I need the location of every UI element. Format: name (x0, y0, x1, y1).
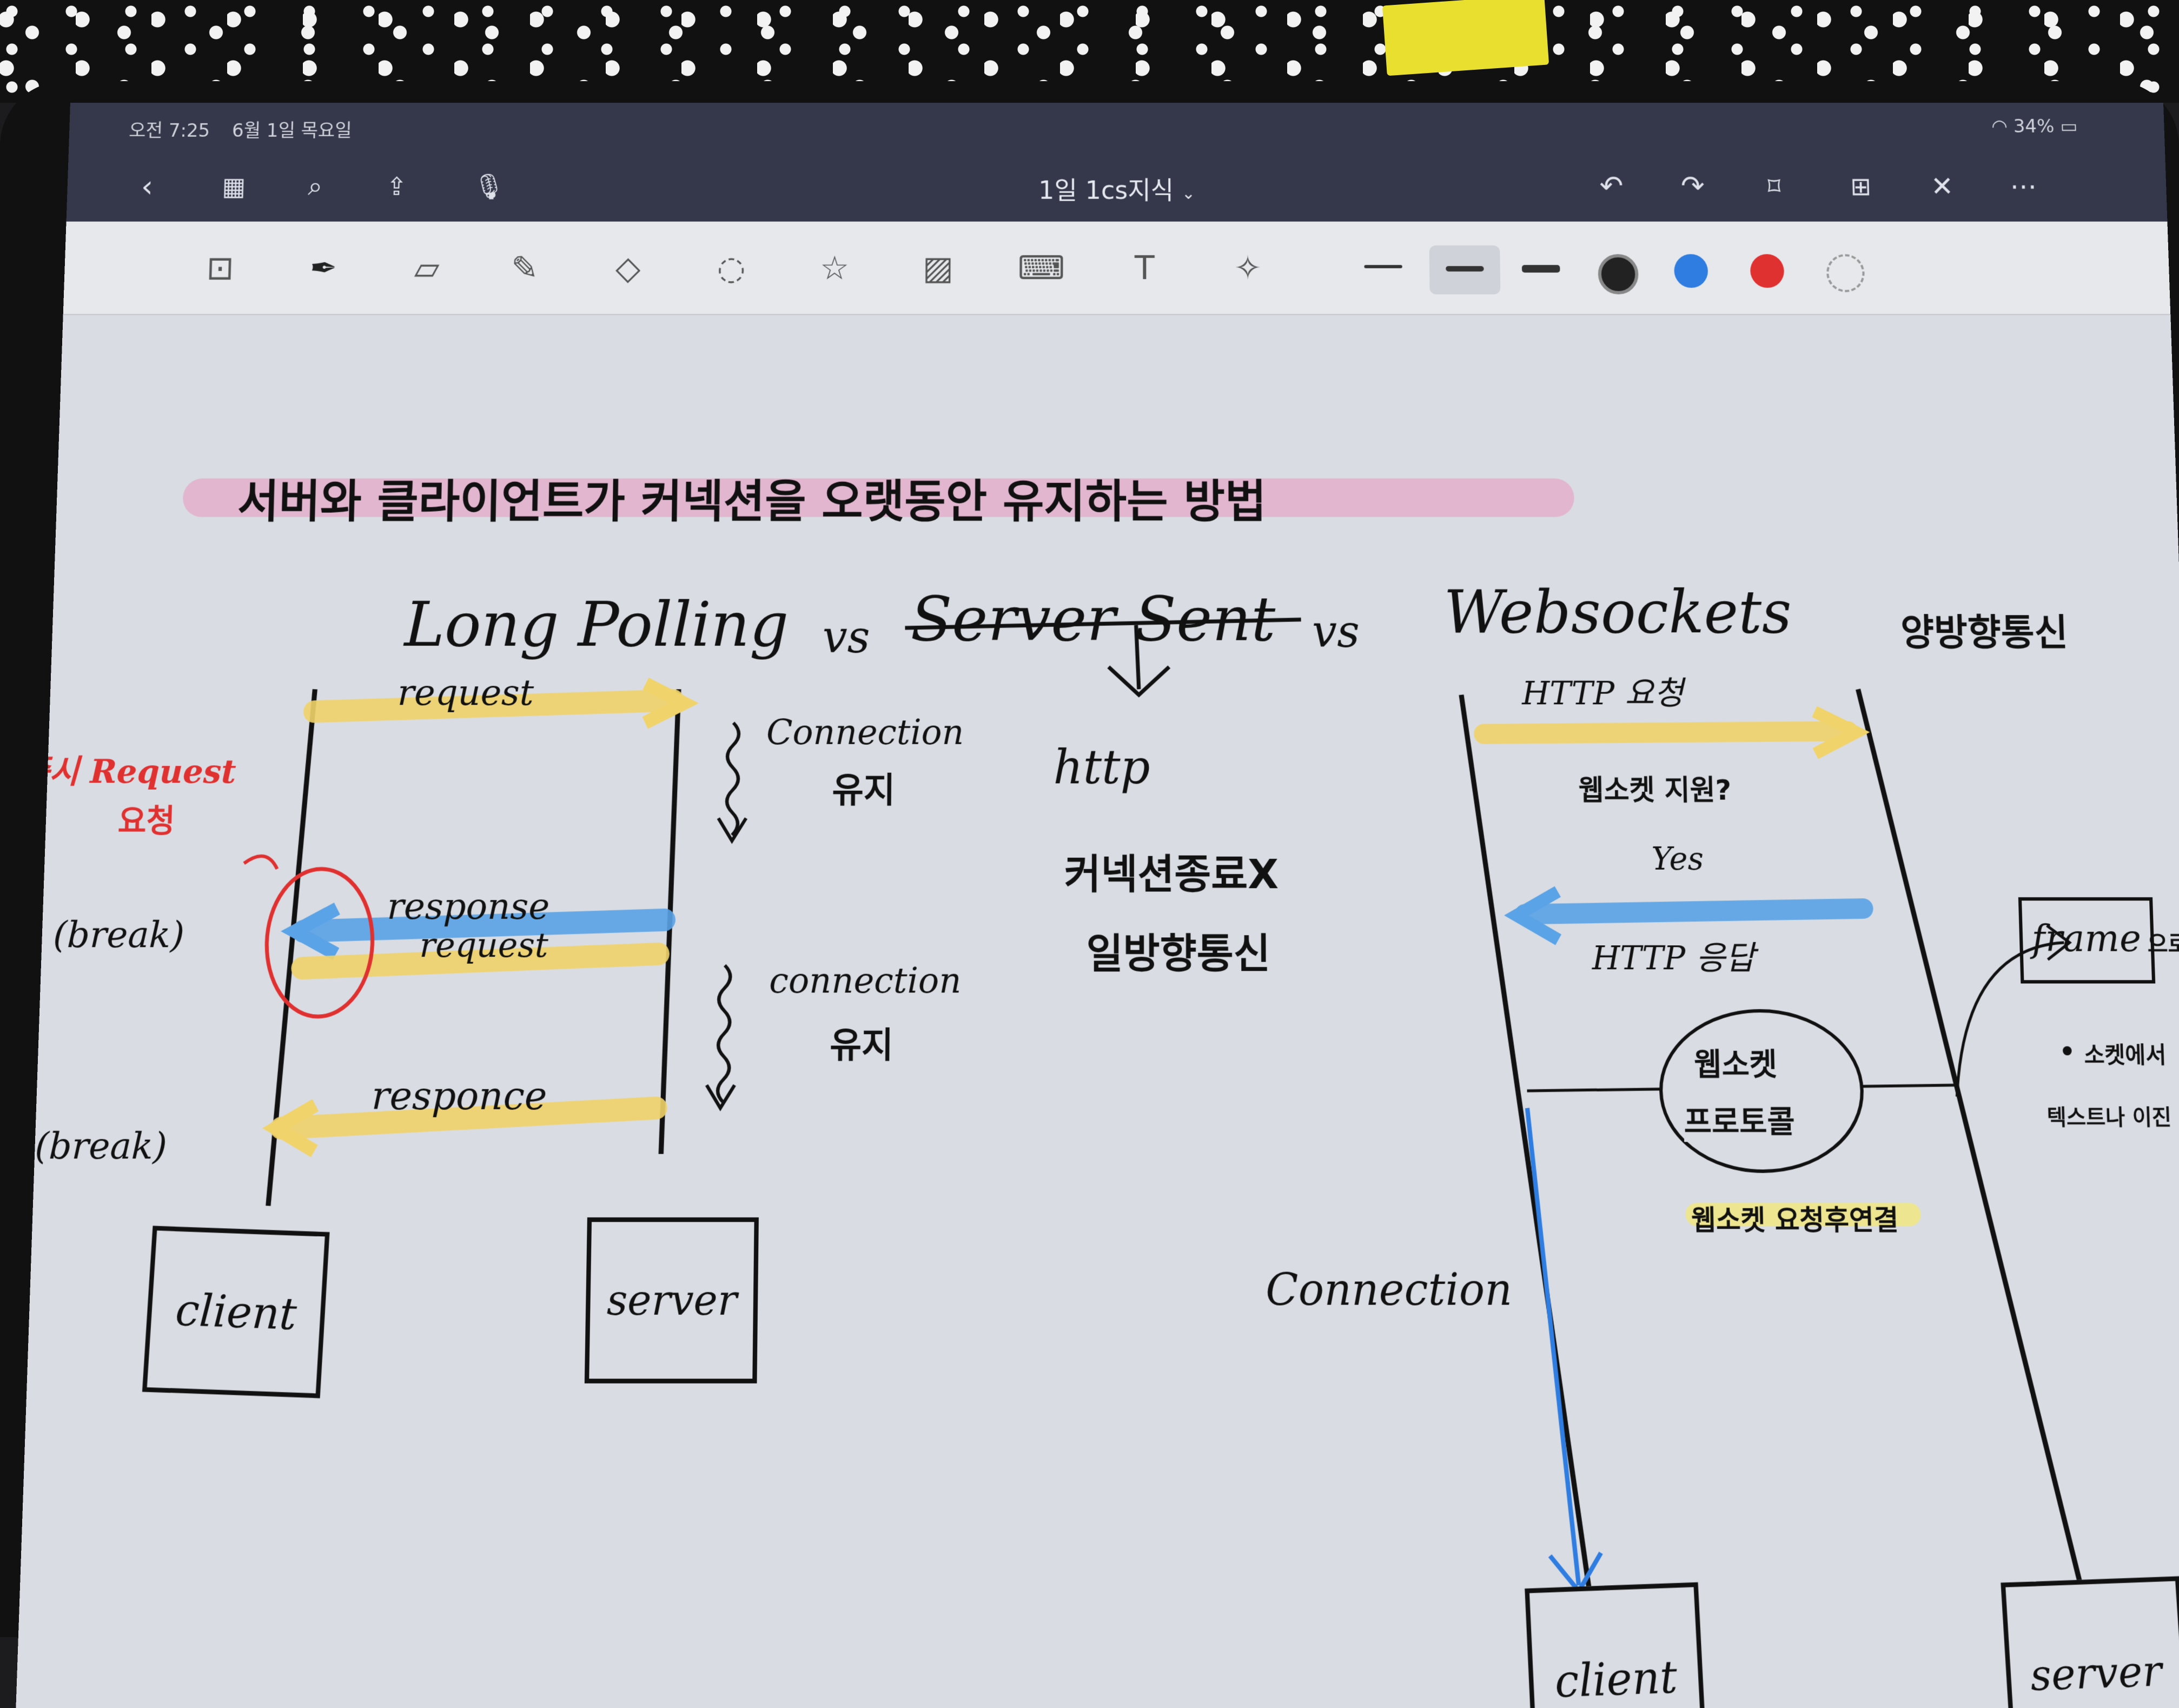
lp-request-label-1: request (397, 672, 534, 714)
redo-icon[interactable]: ↷ (1680, 170, 1705, 203)
sse-protocol-label: http (1053, 739, 1150, 795)
color-blue-swatch[interactable] (1674, 254, 1708, 288)
lp-client-box: client (142, 1226, 330, 1399)
battery-icon: ▭ (2059, 115, 2078, 137)
image-icon[interactable]: ▨ (922, 249, 953, 288)
ws-bullet-1: 소켓에서 (2083, 1042, 2167, 1069)
lp-side-note-2: 요청 (117, 803, 176, 840)
ws-connection-line (1527, 1108, 1579, 1585)
ws-client-label: client (1553, 1650, 1679, 1708)
title-vs-1: vs (822, 611, 870, 663)
lp-keep-label-1: 유지 (832, 770, 896, 811)
lp-squiggle-1 (726, 723, 739, 835)
ws-bullet-2: 텍스트나 이진 (2046, 1104, 2172, 1130)
ws-frame-box: frame (2018, 897, 2156, 984)
lp-request-label-2: request (419, 925, 549, 965)
add-color-button[interactable] (1826, 254, 1865, 293)
lasso-icon[interactable]: ◌ (717, 249, 746, 288)
ws-protocol-bubble (1660, 1011, 1864, 1171)
ws-http-response-arrow (1525, 909, 1863, 914)
lp-break-1: (break) (52, 914, 186, 956)
lp-connection-label-2: connection (769, 959, 962, 1002)
stroke-thick-button[interactable] (1521, 264, 1560, 273)
add-page-icon[interactable]: ⊞ (1850, 171, 1872, 201)
eraser-icon[interactable]: ▱ (414, 249, 440, 288)
note-canvas[interactable]: 서버와 클라이언트가 커넥션을 오랫동안 유지하는 방법 Long Pollin… (16, 314, 2179, 1708)
lp-response-label-2: responce (371, 1074, 548, 1119)
sticky-note (1382, 0, 1549, 76)
title-vs-2: vs (1312, 605, 1360, 658)
lp-server-box: server (584, 1217, 759, 1383)
title-long-polling: Long Polling (403, 589, 789, 660)
ws-http-request-label: HTTP 요청 (1521, 674, 1684, 712)
navigation-bar: ‹ ▦ ⌕ ⇪ 🎙 1일 1cs지식 ⌄ ↶ ↷ ⌑ ⊞ ✕ ⋯ (66, 151, 2168, 222)
tablet-screen: 오전 7:25 6월 1일 목요일 ◠ 34% ▭ ‹ ▦ ⌕ ⇪ 🎙 1일 1… (16, 103, 2179, 1708)
stroke-medium-button[interactable] (1429, 245, 1501, 295)
ws-protocol-label-1: 웹소켓 (1693, 1039, 1778, 1085)
title-websockets: Websockets (1443, 578, 1793, 646)
lp-side-note-1: 즉시 Request (19, 752, 237, 791)
lp-red-pointer (244, 856, 277, 869)
sticker-icon[interactable]: ☆ (819, 249, 850, 288)
ws-server-box: server (2001, 1576, 2179, 1708)
ws-client-line (1461, 695, 1590, 1597)
pen-icon[interactable]: ✒ (309, 249, 338, 288)
zoom-icon[interactable]: ⊡ (206, 249, 235, 288)
keyboard-icon[interactable]: ⌨ (1017, 249, 1065, 288)
title-server-sent: Server Sent (910, 583, 1276, 655)
highlighter-icon[interactable]: ✎ (511, 249, 539, 288)
ws-frame-label: frame (2031, 916, 2142, 961)
text-icon[interactable]: T (1134, 249, 1155, 288)
note-heading: 서버와 클라이언트가 커넥션을 오랫동안 유지하는 방법 (236, 475, 1267, 528)
stroke-thin-button[interactable] (1364, 264, 1402, 268)
lp-response-label-1: response (386, 886, 550, 928)
ws-connection-label: Connection (1265, 1263, 1513, 1315)
sse-note-2: 일방향통신 (1086, 929, 1271, 977)
color-black-swatch[interactable] (1598, 254, 1639, 295)
lp-client-label: client (174, 1283, 299, 1340)
heading-highlight (182, 478, 1575, 517)
lp-connection-label-1: Connection (766, 711, 964, 753)
more-icon[interactable]: ⋯ (2009, 170, 2038, 202)
status-bar: 오전 7:25 6월 1일 목요일 ◠ 34% ▭ (68, 103, 2165, 151)
drawing-toolbar: ⊡ ✒ ▱ ✎ ◇ ◌ ☆ ▨ ⌨ T ✧ (63, 221, 2171, 315)
ws-server-label: server (2029, 1645, 2164, 1700)
bidirectional-label: 양방향통신 (1900, 611, 2069, 654)
ws-frame-suffix: 으로 (2147, 931, 2179, 958)
lp-break-2: (break) (34, 1125, 168, 1168)
stroke-medium-sample (1446, 266, 1484, 272)
lp-squiggle-1-head (718, 818, 746, 841)
ws-http-response-label: HTTP 응답 (1592, 938, 1756, 977)
status-date: 6월 1일 목요일 (231, 120, 353, 142)
ws-protocol-label-2: 프로토콜 (1683, 1096, 1796, 1142)
wifi-icon: ◠ (1991, 115, 2008, 137)
lp-squiggle-2 (718, 965, 731, 1102)
undo-icon[interactable]: ↶ (1599, 170, 1624, 203)
color-red-swatch[interactable] (1750, 254, 1785, 288)
shapes-icon[interactable]: ◇ (615, 249, 641, 288)
status-time: 오전 7:25 (128, 120, 210, 142)
bookmark-icon[interactable]: ⌑ (1767, 171, 1781, 201)
ws-support-label: 웹소켓 지원? (1578, 773, 1732, 806)
lp-server-label: server (606, 1275, 738, 1325)
sse-note-1: 커넥션종료X (1064, 850, 1279, 898)
ws-http-request-arrow (1484, 731, 1849, 734)
battery-level: 34% (2013, 115, 2055, 137)
close-icon[interactable]: ✕ (1930, 170, 1954, 202)
ws-connect-label: 웹소켓 요청후연결 (1691, 1204, 1899, 1237)
chevron-down-icon: ⌄ (1181, 184, 1196, 203)
lp-keep-label-2: 유지 (829, 1024, 894, 1067)
ws-server-line (1858, 689, 2084, 1597)
ws-client-box: client (1525, 1582, 1708, 1708)
ws-bullet-dot (2062, 1046, 2072, 1056)
laser-icon[interactable]: ✧ (1234, 249, 1262, 288)
ws-yes-label: Yes (1651, 840, 1704, 878)
